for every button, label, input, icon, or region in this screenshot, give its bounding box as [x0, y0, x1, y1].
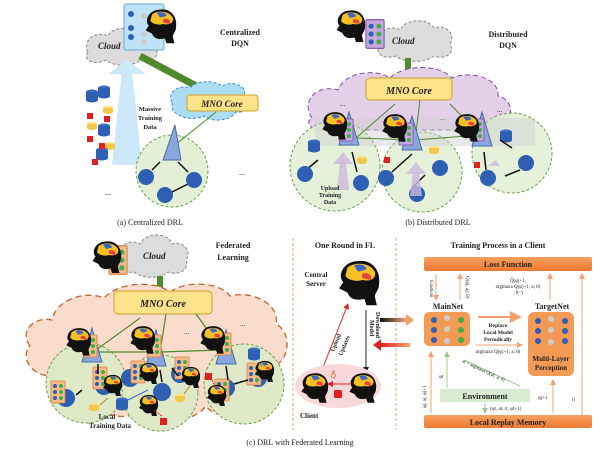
q-main-label: Q(φj, aj; θ)	[464, 276, 469, 299]
upload-label-1: Upload	[321, 186, 340, 192]
mno-core-label: MNO Core	[139, 299, 186, 310]
panel-c-training-process: Training Process in a Client Loss Functi…	[423, 241, 592, 428]
panel-a-title-2: DQN	[231, 39, 249, 48]
fl-title-2: Learning	[217, 253, 249, 262]
server-label-1: Central	[305, 271, 328, 279]
arrow-label-3: Data	[143, 124, 157, 131]
ellipsis: ...	[78, 324, 84, 332]
mno-core-label: MNO Core	[385, 86, 432, 97]
cell-area	[135, 134, 209, 208]
panel-a-title-1: Centralized	[220, 28, 261, 37]
training-data-arrow	[112, 70, 142, 165]
central-server-icon	[339, 260, 380, 306]
ellipsis: ...	[239, 168, 245, 177]
panel-b-title-2: DQN	[499, 41, 517, 50]
mno-core-label: MNO Core	[200, 99, 242, 109]
upload-label-3: Data	[324, 200, 336, 206]
brain-icon	[336, 10, 366, 42]
ellipsis: ...	[340, 100, 346, 108]
client-label: Client	[300, 412, 319, 420]
server-label-2: Server	[306, 280, 326, 288]
caption-b: (b) Distributed DRL	[405, 218, 470, 227]
mlp-label-1: Multi-Layer	[533, 355, 570, 363]
data-icon	[334, 390, 342, 398]
cloud-label: Cloud	[98, 41, 121, 51]
mainnet-label: MainNet	[433, 302, 464, 311]
transition-label: (φt, at, rt, φt+1)	[490, 407, 522, 412]
local-data-label-1: Local	[99, 413, 116, 421]
download-label-1: Download	[374, 312, 380, 339]
ellipsis: ...	[184, 328, 190, 336]
panel-b-title-1: Distributed	[488, 30, 528, 39]
replay-memory-label: Local Replay Memory	[470, 418, 546, 427]
round-title: One Round in FL	[315, 241, 375, 250]
cloud-shape	[117, 234, 189, 278]
replace-label-3: Periodically	[484, 337, 512, 343]
targetnet-label: TargetNet	[535, 302, 570, 311]
arrow-label-1: Massive	[139, 106, 162, 113]
phi-t-label: φt	[439, 375, 444, 380]
replay-memory-bar	[424, 415, 592, 428]
training-title: Training Process in a Client	[451, 241, 546, 250]
download-label-2: Model	[368, 320, 374, 337]
phi-next-label: φj+1	[538, 396, 548, 401]
cloud-label: Cloud	[143, 251, 166, 261]
cloud-label: Cloud	[392, 36, 415, 46]
panel-b-distributed-drl: Cloud Distributed DQN MNO Core ... ... .…	[289, 10, 553, 227]
mno-core-box	[186, 94, 259, 112]
data-stack	[86, 85, 115, 165]
ellipsis: ...	[105, 188, 111, 197]
base-station-icon	[162, 124, 182, 161]
brain-icon	[92, 241, 122, 273]
ellipsis: ...	[440, 114, 446, 122]
arrow-label-2: Training	[138, 115, 163, 122]
fl-title-1: Federated	[216, 241, 251, 250]
replace-label-2: Local Model	[483, 330, 513, 336]
local-data-label-2: Training Data	[89, 422, 132, 430]
replace-label-1: Replace	[489, 323, 508, 329]
download-connector	[380, 318, 406, 322]
caption-c: (c) DRL with Federated Learning	[246, 438, 353, 447]
mlp-label-2: Perception	[535, 364, 567, 372]
phi-pair-label: φj, aj, φj+1	[423, 385, 428, 408]
upload-label-2: Training	[319, 193, 341, 199]
mno-core-box	[113, 290, 213, 315]
ellipsis: ...	[240, 320, 246, 328]
action-label: at = argmaxa Q(φt, a; θ)	[461, 359, 505, 383]
upload-connector	[380, 343, 410, 347]
panel-c-one-round: One Round in FL Central Server Download …	[295, 241, 381, 420]
panel-a-centralized-drl: Cloud Centralized DQN MNO Core Massive T…	[86, 3, 261, 227]
q-target-1: Q̂(φj+1,	[510, 278, 526, 284]
q-target-3: ; θ⁻)	[513, 291, 523, 296]
loss-function-bar	[424, 257, 592, 271]
training-icon: ♁	[330, 370, 337, 380]
q-target-2: argmaxa Q(φj+1, a; θ)	[496, 285, 541, 290]
caption-a: (a) Centralized DRL	[117, 218, 183, 227]
argmax-label: argmaxa Q(φj+1, a; θ)	[476, 350, 521, 355]
r-j-label: rj	[572, 398, 575, 403]
gradient-label: Gradient	[428, 280, 433, 298]
loss-function-label: Loss Function	[484, 260, 533, 269]
environment-label: Environment	[462, 392, 508, 401]
upload-arrow	[337, 162, 349, 190]
ellipsis: ...	[497, 106, 503, 114]
panel-c-federated-learning: Cloud Federated Learning MNO Core ... ..…	[25, 234, 288, 432]
cloud-shape	[377, 20, 453, 62]
mno-core-box	[365, 77, 453, 101]
environment-box	[440, 389, 530, 402]
